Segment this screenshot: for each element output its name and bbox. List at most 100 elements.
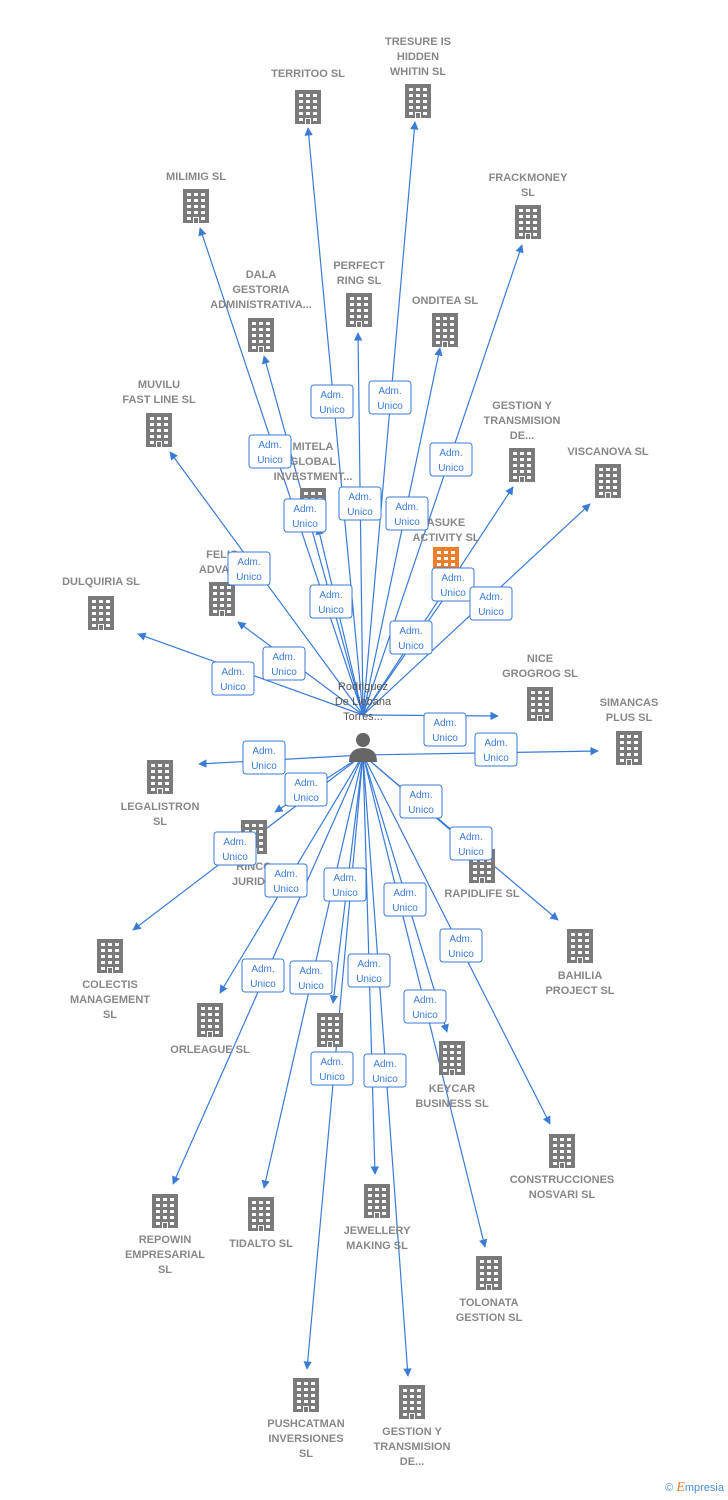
- building-icon: [147, 760, 173, 794]
- building-icon: [183, 189, 209, 223]
- svg-text:Adm.Unico: Adm.Unico: [483, 738, 509, 764]
- svg-text:Adm.Unico: Adm.Unico: [319, 390, 345, 416]
- edge-label-simancas: Adm.Unico: [474, 732, 518, 767]
- edge-label-jewellery: Adm.Unico: [347, 953, 391, 988]
- svg-text:Adm.Unico: Adm.Unico: [394, 502, 420, 528]
- building-icon: [364, 1184, 390, 1218]
- building-icon: [346, 293, 372, 327]
- svg-text:Adm.Unico: Adm.Unico: [356, 959, 382, 985]
- company-node-territoo[interactable]: TERRITOO SL: [271, 68, 345, 124]
- company-node-tidalto[interactable]: TIDALTO SL: [229, 1197, 293, 1250]
- building-icon: [317, 1013, 343, 1047]
- company-node-onditea[interactable]: ONDITEA SL: [412, 295, 478, 347]
- edge-labels-layer: Adm.UnicoAdm.UnicoAdm.UnicoAdm.UnicoAdm.…: [211, 380, 518, 1088]
- svg-text:Adm.Unico: Adm.Unico: [478, 592, 504, 618]
- svg-text:Adm.Unico: Adm.Unico: [372, 1059, 398, 1085]
- edge-label-tolonata: Adm.Unico: [403, 989, 447, 1024]
- edge-territoo: [304, 127, 364, 716]
- building-icon: [146, 413, 172, 447]
- svg-text:Adm.Unico: Adm.Unico: [319, 1057, 345, 1083]
- svg-text:Adm.Unico: Adm.Unico: [392, 888, 418, 914]
- svg-text:Adm.Unico: Adm.Unico: [251, 746, 277, 772]
- svg-text:Adm.Unico: Adm.Unico: [458, 832, 484, 858]
- building-icon: [405, 84, 431, 118]
- edge-label-rapidlife: Adm.Unico: [399, 784, 443, 819]
- edge-label-milimig: Adm.Unico: [248, 434, 292, 469]
- brand-initial: E: [676, 1480, 685, 1495]
- edge-label-keycar: Adm.Unico: [383, 882, 427, 917]
- svg-text:Adm.Unico: Adm.Unico: [438, 448, 464, 474]
- company-node-viscanova[interactable]: VISCANOVA SL: [567, 446, 649, 498]
- edge-label-mitela: Adm.Unico: [309, 584, 353, 619]
- edge-label-pushcatman: Adm.Unico: [310, 1051, 354, 1086]
- svg-text:Adm.Unico: Adm.Unico: [432, 718, 458, 744]
- building-icon: [248, 318, 274, 352]
- svg-text:Adm.Unico: Adm.Unico: [408, 790, 434, 816]
- building-icon: [509, 448, 535, 482]
- edge-label-orleague: Adm.Unico: [264, 863, 308, 898]
- edge-perfect: [353, 332, 364, 716]
- edge-label-construcciones: Adm.Unico: [439, 928, 483, 963]
- building-icon: [567, 929, 593, 963]
- edge-label-tresure: Adm.Unico: [368, 380, 412, 415]
- company-node-orleague[interactable]: ORLEAGUE SL: [170, 1003, 250, 1056]
- svg-text:Adm.Unico: Adm.Unico: [293, 778, 319, 804]
- edge-dala: [261, 355, 364, 716]
- svg-text:Adm.Unico: Adm.Unico: [271, 652, 297, 678]
- building-icon: [399, 1385, 425, 1419]
- edge-label-perfect: Adm.Unico: [338, 486, 382, 521]
- edge-label-nice: Adm.Unico: [423, 712, 467, 747]
- building-icon: [439, 1041, 465, 1075]
- edge-label-rincon: Adm.Unico: [284, 772, 328, 807]
- edge-onditea: [362, 347, 443, 716]
- company-label: TERRITOO SL: [271, 68, 345, 80]
- building-icon: [432, 313, 458, 347]
- company-node-milimig[interactable]: MILIMIG SL: [166, 171, 226, 223]
- svg-text:Adm.Unico: Adm.Unico: [222, 837, 248, 863]
- footer-brand[interactable]: © Empresia: [665, 1480, 724, 1496]
- company-label: ONDITEA SL: [412, 295, 478, 307]
- brand-name: mpresia: [684, 1482, 724, 1494]
- edge-label-legalistron: Adm.Unico: [242, 740, 286, 775]
- company-label: MILIMIG SL: [166, 171, 226, 183]
- company-node-dulquiria[interactable]: DULQUIRIA SL: [62, 576, 140, 630]
- company-label: TIDALTO SL: [229, 1238, 293, 1250]
- building-icon: [476, 1256, 502, 1290]
- svg-text:Adm.Unico: Adm.Unico: [377, 386, 403, 412]
- svg-text:Adm.Unico: Adm.Unico: [332, 873, 358, 899]
- building-icon: [595, 464, 621, 498]
